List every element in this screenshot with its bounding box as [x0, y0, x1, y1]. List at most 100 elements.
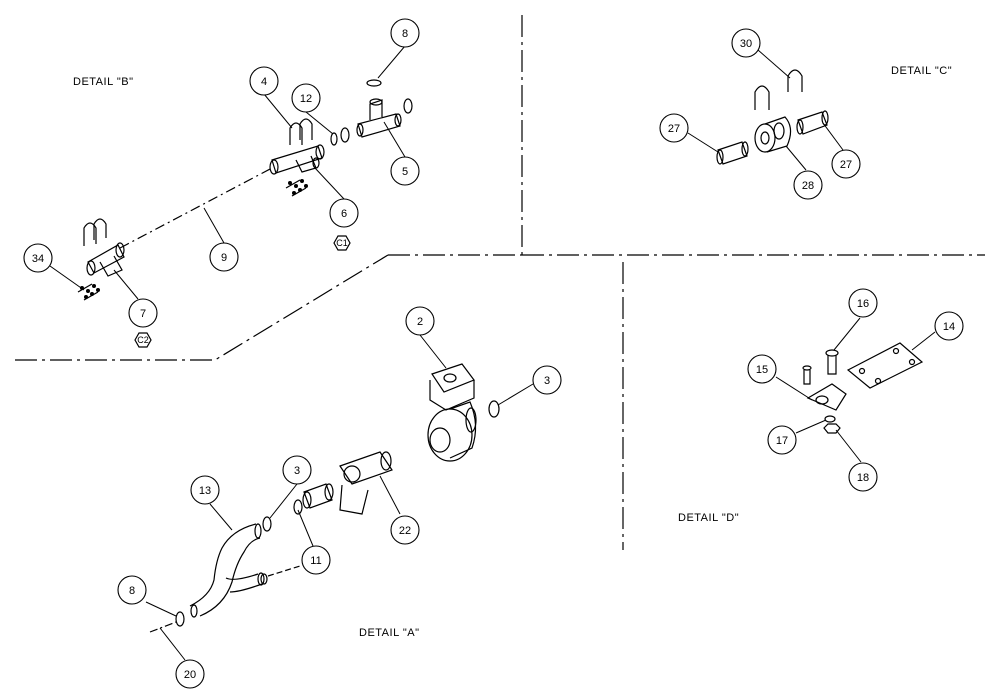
callout-8: 8 [390, 18, 420, 48]
hose-end [190, 604, 198, 618]
o-ring [403, 98, 413, 114]
hose-13-b [199, 537, 261, 617]
callout-30: 30 [731, 28, 761, 58]
callout-13-text: 13 [199, 485, 211, 497]
leader-11 [297, 509, 314, 547]
bolt-16 [827, 355, 837, 375]
callout-9: 9 [209, 242, 239, 272]
callout-3-left: 3 [282, 455, 312, 485]
callout-16: 16 [848, 288, 878, 318]
leader-4 [263, 93, 293, 129]
callout-27-left: 27 [659, 113, 689, 143]
callout-16-text: 16 [857, 298, 869, 310]
pipe-27-left [717, 141, 748, 165]
coupler-28-bore [760, 131, 770, 145]
callout-34-text: 34 [32, 253, 44, 265]
callout-18: 18 [848, 462, 878, 492]
detail-d-parts [802, 342, 924, 434]
o-ring-8 [366, 79, 382, 87]
callout-34: 34 [23, 243, 53, 273]
hex-tag-c1-text: C1 [336, 238, 348, 248]
regulator-bowl [427, 408, 473, 462]
callout-3-left-text: 3 [294, 465, 300, 477]
leader-22 [379, 475, 401, 515]
hole [874, 377, 882, 385]
detail-c-label: DETAIL "C" [891, 65, 953, 77]
callout-7: 7 [128, 298, 158, 328]
leader-16 [833, 317, 861, 351]
regulator-body [429, 380, 475, 411]
leader-5 [383, 121, 406, 158]
callout-14: 14 [934, 311, 964, 341]
u-bolt-4b [299, 118, 313, 140]
callout-8-bottom-text: 8 [129, 585, 135, 597]
detail-a-parts [149, 363, 500, 633]
hose-13-branch [229, 583, 263, 593]
pipe-end [821, 110, 829, 126]
tee-fitting-7 [87, 244, 125, 274]
callout-22: 22 [390, 515, 420, 545]
washer-17 [824, 415, 836, 423]
regulator-bowl-face [429, 427, 451, 453]
u-bolt-c [754, 85, 770, 110]
callout-5: 5 [390, 156, 420, 186]
o-ring [260, 573, 268, 585]
leader-2 [419, 334, 447, 369]
regulator-top [431, 363, 475, 393]
hole [858, 367, 866, 375]
callout-11-text: 11 [310, 555, 321, 567]
tee-branch-end [369, 98, 383, 106]
u-bolt-30 [787, 69, 803, 92]
section-dividers [15, 15, 985, 550]
tee-end [356, 123, 364, 137]
callout-2-text: 2 [417, 316, 423, 328]
elbow-22-drop [339, 484, 369, 515]
pipe-end [796, 119, 804, 135]
clip [83, 291, 99, 301]
hole [908, 358, 916, 366]
callout-6-text: 6 [341, 208, 347, 220]
callout-8-bottom: 8 [117, 575, 147, 605]
o-ring-3b [262, 516, 272, 532]
tee-branch-up [369, 99, 383, 120]
callout-5-text: 5 [402, 166, 408, 178]
clip [291, 187, 307, 197]
o-ring-3 [488, 400, 500, 418]
callout-14-text: 14 [943, 321, 955, 333]
leader-lines [49, 45, 936, 661]
callout-17: 17 [767, 425, 797, 455]
nipple-end [324, 483, 334, 501]
hose-13-a [189, 523, 257, 607]
leader-15 [775, 376, 813, 401]
hose-line-20 [149, 621, 177, 633]
o-ring [340, 127, 350, 143]
hose-continuation [267, 565, 301, 577]
regulator-knob [443, 373, 457, 383]
callout-7-text: 7 [140, 308, 146, 320]
detail-a-label: DETAIL "A" [359, 627, 420, 639]
plate-14 [846, 342, 924, 389]
bolt-16-head [825, 349, 839, 357]
detail-d-label: DETAIL "D" [678, 512, 740, 524]
callout-15: 15 [747, 354, 777, 384]
leader-27b [822, 122, 844, 151]
o-ring-8b [175, 611, 185, 627]
elbow-22 [339, 451, 393, 485]
leader-34 [49, 265, 85, 291]
detail-c-parts [716, 69, 829, 165]
hole [892, 347, 900, 355]
tee-end [269, 159, 279, 175]
callout-4: 4 [249, 66, 279, 96]
pipe-end [716, 149, 724, 165]
hose-end [254, 523, 262, 539]
u-bolt-4 [289, 122, 303, 145]
clip [285, 179, 301, 189]
leader-17 [795, 419, 827, 434]
callout-balloons: 8 4 12 5 6 9 34 7 30 27 27 28 16 14 15 1… [23, 18, 964, 689]
callout-9-text: 9 [221, 252, 227, 264]
leader-30 [757, 49, 791, 79]
nuts-b [288, 179, 308, 195]
callout-27-right: 27 [831, 149, 861, 179]
leader-18 [835, 429, 862, 463]
leader-7 [113, 269, 139, 300]
